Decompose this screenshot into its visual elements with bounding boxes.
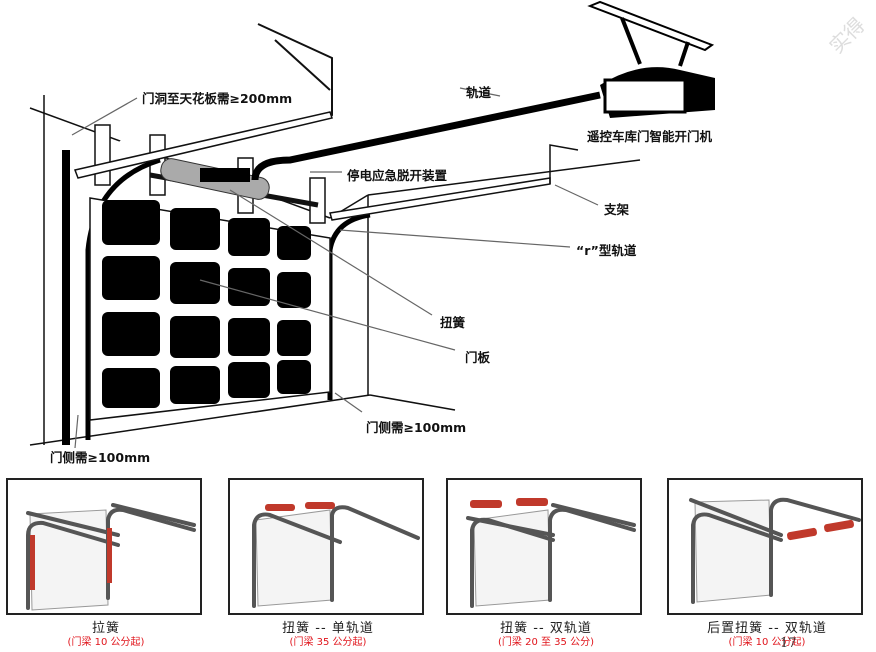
r-track-right <box>327 212 371 400</box>
r-track-left <box>85 157 161 440</box>
label-r-track: “r”型轨道 <box>576 243 637 258</box>
door-frame-left <box>62 150 70 445</box>
label-bracket: 支架 <box>604 202 630 217</box>
caption-rear-torsion-double: 后置扭簧 -- 双轨道 <box>707 621 827 636</box>
label-door-panel: 门板 <box>465 350 491 365</box>
panel-torsion-double <box>446 478 642 615</box>
caption-extension-spring: 拉簧 <box>91 621 120 636</box>
horizontal-rail <box>73 111 579 221</box>
label-track: 轨道 <box>466 85 492 100</box>
panel-rear-torsion-double <box>667 478 863 615</box>
garage-door-diagram <box>29 0 715 449</box>
label-opener: 遥控车库门智能开门机 <box>587 129 713 144</box>
page-number: 17 <box>780 636 797 651</box>
door-panel <box>89 197 331 421</box>
caption-torsion-single: 扭簧 -- 单轨道 <box>282 621 374 636</box>
note-extension-spring: (门梁 10 公分起) <box>67 637 145 648</box>
panel-extension-spring <box>6 478 202 615</box>
label-ceiling-clearance: 门洞至天花板需≥200mm <box>142 91 293 106</box>
emergency-release-box <box>200 168 250 182</box>
note-rear-torsion-double: (门梁 10 公分起) <box>728 637 806 648</box>
note-torsion-single: (门梁 35 公分起) <box>289 637 367 648</box>
label-emergency-release: 停电应急脱开装置 <box>347 168 448 183</box>
opener-track <box>251 91 601 181</box>
label-side-clearance-left: 门侧需≥100mm <box>50 450 151 465</box>
caption-torsion-double: 扭簧 -- 双轨道 <box>500 621 592 636</box>
label-torsion-spring: 扭簧 <box>440 315 466 330</box>
note-torsion-double: (门梁 20 至 35 公分) <box>498 637 594 648</box>
label-side-clearance-right: 门侧需≥100mm <box>366 420 467 435</box>
panel-torsion-single <box>228 478 424 615</box>
garage-door-opener <box>587 0 715 118</box>
